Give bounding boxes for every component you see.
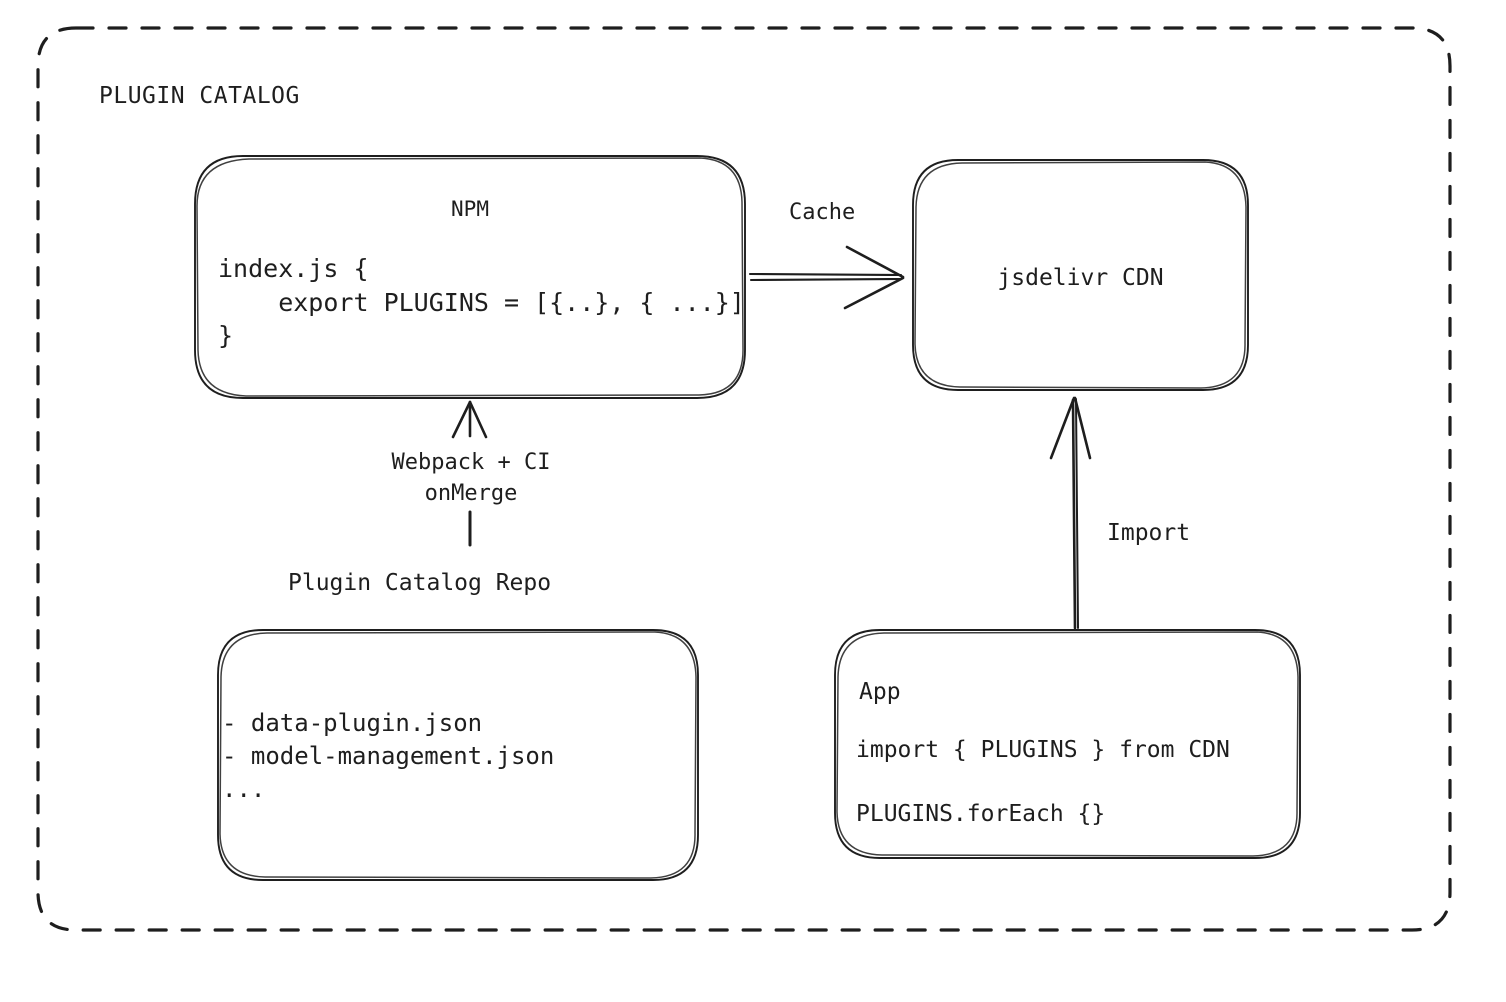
import-edge-label: Import [1107,520,1191,546]
repo-node-file-list: - data-plugin.json - model-management.js… [222,709,555,804]
cache-edge-label: Cache [789,200,856,225]
app-node-foreach-line: PLUGINS.forEach {} [856,801,1106,827]
cache-arrow [748,245,905,310]
app-node-title: App [859,679,901,705]
container-title: PLUGIN CATALOG [99,83,300,109]
app-node-import-line: import { PLUGINS } from CDN [856,737,1230,763]
repo-node-title: Plugin Catalog Repo [288,570,552,596]
build-edge-label: Webpack + CI onMerge [391,450,551,507]
import-arrow [1049,396,1092,630]
cdn-node-title: jsdelivr CDN [997,265,1164,291]
npm-node-title: NPM [451,197,489,221]
npm-node-code: index.js { export PLUGINS = [{..}, { ...… [218,254,745,350]
